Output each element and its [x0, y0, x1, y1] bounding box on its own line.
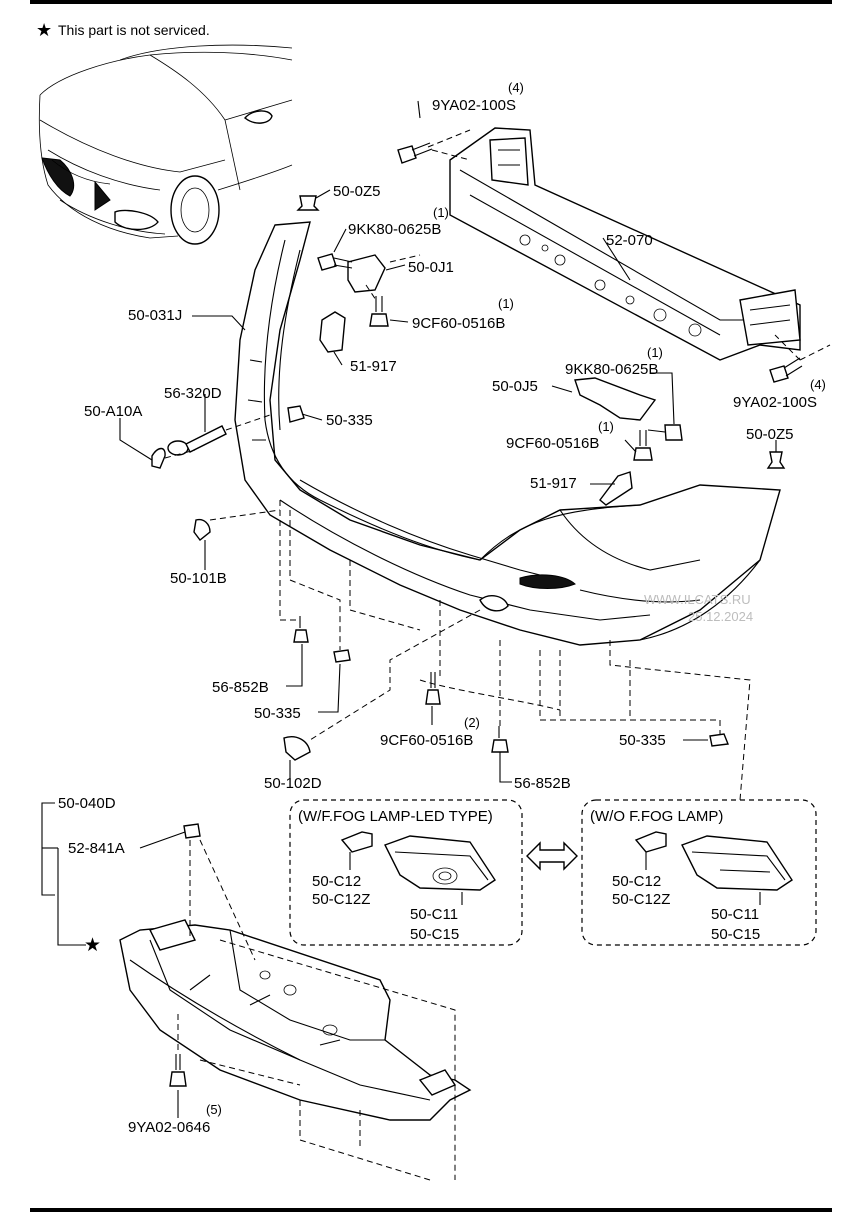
label-52-841a: 52-841A	[68, 840, 125, 857]
label-50-335-top: 50-335	[326, 412, 373, 429]
bezel-icon-50-c12-nofog	[634, 831, 667, 853]
label-9cf60-0516b-low: 9CF60-0516B	[380, 732, 473, 749]
label-50-c12-nofog: 50-C12	[612, 873, 661, 890]
bezel-icon-50-c11-led	[384, 835, 496, 891]
qty-1-b: (1)	[498, 296, 514, 311]
bezel-icon-50-c11-nofog	[681, 835, 793, 891]
clip-icon-50-0z5-right	[766, 451, 786, 469]
clip-icon-50-335-top	[287, 405, 305, 423]
label-52-070: 52-070	[606, 232, 653, 249]
watermark-date: 25.12.2024	[688, 609, 753, 624]
label-9cf60-0516b-mid: 9CF60-0516B	[506, 435, 599, 452]
screw-icon-56-852b-right	[491, 726, 509, 753]
label-50-c11-nofog: 50-C11	[711, 906, 759, 923]
label-50-c11-led: 50-C11	[410, 906, 458, 923]
label-50-102d: 50-102D	[264, 775, 322, 792]
cover-icon-50-a10a	[151, 447, 166, 469]
label-50-c12-led: 50-C12	[312, 873, 361, 890]
bracket-icon-50-0j1	[347, 254, 386, 293]
label-50-0z5-right: 50-0Z5	[746, 426, 794, 443]
cover-icon-50-101b	[193, 518, 211, 541]
clip-icon-50-0z5-top	[296, 195, 320, 211]
label-9kk80-0625b-top: 9KK80-0625B	[348, 221, 441, 238]
screw-icon-9ya02-0646	[169, 1054, 187, 1087]
label-9cf60-0516b-top: 9CF60-0516B	[412, 315, 505, 332]
label-50-0j1: 50-0J1	[408, 259, 454, 276]
label-50-101b: 50-101B	[170, 570, 227, 587]
tow-hook-icon-56-320d	[167, 425, 227, 456]
not-serviced-note: This part is not serviced.	[58, 22, 210, 38]
label-9kk80-0625b-mid: 9KK80-0625B	[565, 361, 658, 378]
bezel-icon-50-c12-led	[340, 831, 373, 853]
label-9ya02-100s-right: 9YA02-100S	[733, 394, 817, 411]
top-rule	[30, 0, 832, 4]
qty-4-right: (4)	[810, 377, 826, 392]
screw-icon-9cf60-top	[369, 296, 389, 327]
star-icon: ★	[36, 20, 52, 40]
screw-icon-9cf60-low	[425, 672, 441, 705]
clip-icon-50-335-right	[709, 733, 729, 747]
label-50-031j: 50-031J	[128, 307, 182, 324]
label-50-c12z-nofog: 50-C12Z	[612, 891, 670, 908]
label-9ya02-0646: 9YA02-0646	[128, 1119, 210, 1136]
qty-4-top: (4)	[508, 80, 524, 95]
label-56-320d: 56-320D	[164, 385, 222, 402]
screw-icon-56-852b-left	[293, 616, 309, 643]
bolt-icon-9ya02-right	[769, 357, 803, 383]
label-56-852b-left: 56-852B	[212, 679, 269, 696]
label-50-040d: 50-040D	[58, 795, 116, 812]
under-cover	[119, 919, 472, 1121]
qty-1-d: (1)	[598, 419, 614, 434]
label-50-c12z-led: 50-C12Z	[312, 891, 370, 908]
clip-icon-50-335-left	[333, 649, 351, 663]
qty-5: (5)	[206, 1102, 222, 1117]
nofog-box-title: (W/O F.FOG LAMP)	[590, 808, 723, 825]
qty-2: (2)	[464, 715, 480, 730]
seal-icon-51-917-top	[319, 311, 346, 353]
bolt-icon-9kk80-mid	[647, 424, 683, 441]
bumper-reinforcement	[449, 127, 801, 361]
bracket-icon-50-0j5	[574, 377, 657, 421]
watermark-site: WWW.ILCATS.RU	[644, 592, 751, 607]
car-thumbnail	[38, 44, 293, 245]
screw-icon-9cf60-mid	[633, 430, 653, 461]
label-50-c15-nofog: 50-C15	[711, 926, 760, 943]
label-50-335-right: 50-335	[619, 732, 666, 749]
bottom-rule	[30, 1208, 832, 1212]
clip-icon-52-841a	[183, 823, 201, 839]
front-bumper-fascia	[234, 221, 781, 646]
label-56-852b-right: 56-852B	[514, 775, 571, 792]
bolt-icon-9kk80-top	[317, 253, 353, 271]
label-51-917-mid: 51-917	[530, 475, 577, 492]
seal-icon-51-917-mid	[599, 471, 633, 506]
label-50-0z5-top: 50-0Z5	[333, 183, 381, 200]
no-fog-lamp-box	[581, 799, 817, 946]
label-50-0j5: 50-0J5	[492, 378, 538, 395]
label-50-335-left: 50-335	[254, 705, 301, 722]
led-box-title: (W/F.FOG LAMP-LED TYPE)	[298, 808, 493, 825]
label-51-917-top: 51-917	[350, 358, 397, 375]
star-mark-icon: ★	[84, 935, 101, 956]
qty-1-a: (1)	[433, 205, 449, 220]
label-50-a10a: 50-A10A	[84, 403, 142, 420]
label-9ya02-100s-top: 9YA02-100S	[432, 97, 516, 114]
cover-icon-50-102d	[283, 736, 311, 761]
label-50-c15-led: 50-C15	[410, 926, 459, 943]
led-fog-lamp-box	[289, 799, 523, 946]
double-arrow-icon	[526, 841, 578, 871]
qty-1-c: (1)	[647, 345, 663, 360]
bolt-icon-9ya02-top	[397, 142, 433, 164]
